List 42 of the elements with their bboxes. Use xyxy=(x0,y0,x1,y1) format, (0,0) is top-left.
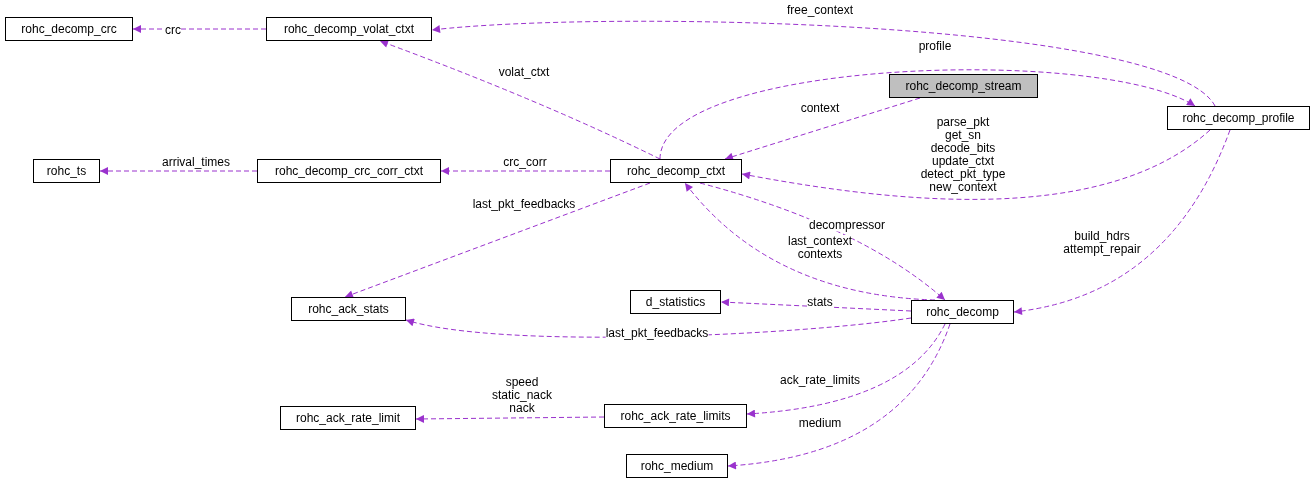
class-box: rohc_decomp_crc xyxy=(5,17,133,41)
dependency-arrow xyxy=(415,414,605,423)
edge-label: arrival_times xyxy=(162,155,230,169)
class-box: rohc_medium xyxy=(626,454,728,478)
dependency-arrow xyxy=(132,25,267,33)
dependency-arrow xyxy=(659,69,1196,160)
edge-label: context xyxy=(800,101,840,115)
class-box: rohc_ts xyxy=(33,159,100,183)
dependency-arrow xyxy=(431,20,1216,107)
edge-label: last_pkt_feedbacks xyxy=(605,326,709,340)
class-box: d_statistics xyxy=(630,290,721,314)
edge-label: stats xyxy=(807,295,833,309)
class-box: rohc_decomp_crc_corr_ctxt xyxy=(257,159,441,183)
class-box: rohc_decomp_volat_ctxt xyxy=(266,17,432,41)
class-box: rohc_decomp_ctxt xyxy=(610,159,742,183)
class-box: rohc_ack_rate_limits xyxy=(604,404,747,428)
dependency-arrow xyxy=(746,323,946,418)
dependency-arrow xyxy=(379,40,661,160)
edge-label: profile xyxy=(918,39,952,53)
class-box: rohc_ack_rate_limit xyxy=(280,406,416,430)
edge-label: last_pkt_feedbacks xyxy=(472,197,576,211)
dependency-arrow xyxy=(720,298,912,312)
edge-label: speed static_nack nack xyxy=(492,375,552,415)
edge-label: last_context contexts xyxy=(788,235,852,261)
edge-label: volat_ctxt xyxy=(498,65,550,79)
class-box: rohc_decomp_stream xyxy=(889,74,1038,98)
dependency-arrow xyxy=(99,167,258,175)
dependency-arrow xyxy=(724,97,921,161)
dependency-arrow xyxy=(344,182,651,298)
class-box: rohc_decomp_profile xyxy=(1167,106,1310,130)
class-box: rohc_ack_stats xyxy=(291,297,406,321)
edge-label: free_context xyxy=(787,3,853,17)
dependency-arrow xyxy=(727,323,951,470)
edge-label: medium xyxy=(798,416,842,430)
class-box: rohc_decomp xyxy=(911,300,1014,324)
dependency-arrow xyxy=(1013,129,1231,315)
dependency-arrow xyxy=(741,129,1211,200)
edge-label: decompressor xyxy=(809,218,885,232)
edge-label: ack_rate_limits xyxy=(780,373,860,387)
dependency-arrow xyxy=(440,167,611,175)
edge-label: parse_pkt get_sn decode_bits update_ctxt detect_pkt_type new_context xyxy=(920,116,1006,194)
edge-label: build_hdrs attempt_repair xyxy=(1063,230,1141,256)
